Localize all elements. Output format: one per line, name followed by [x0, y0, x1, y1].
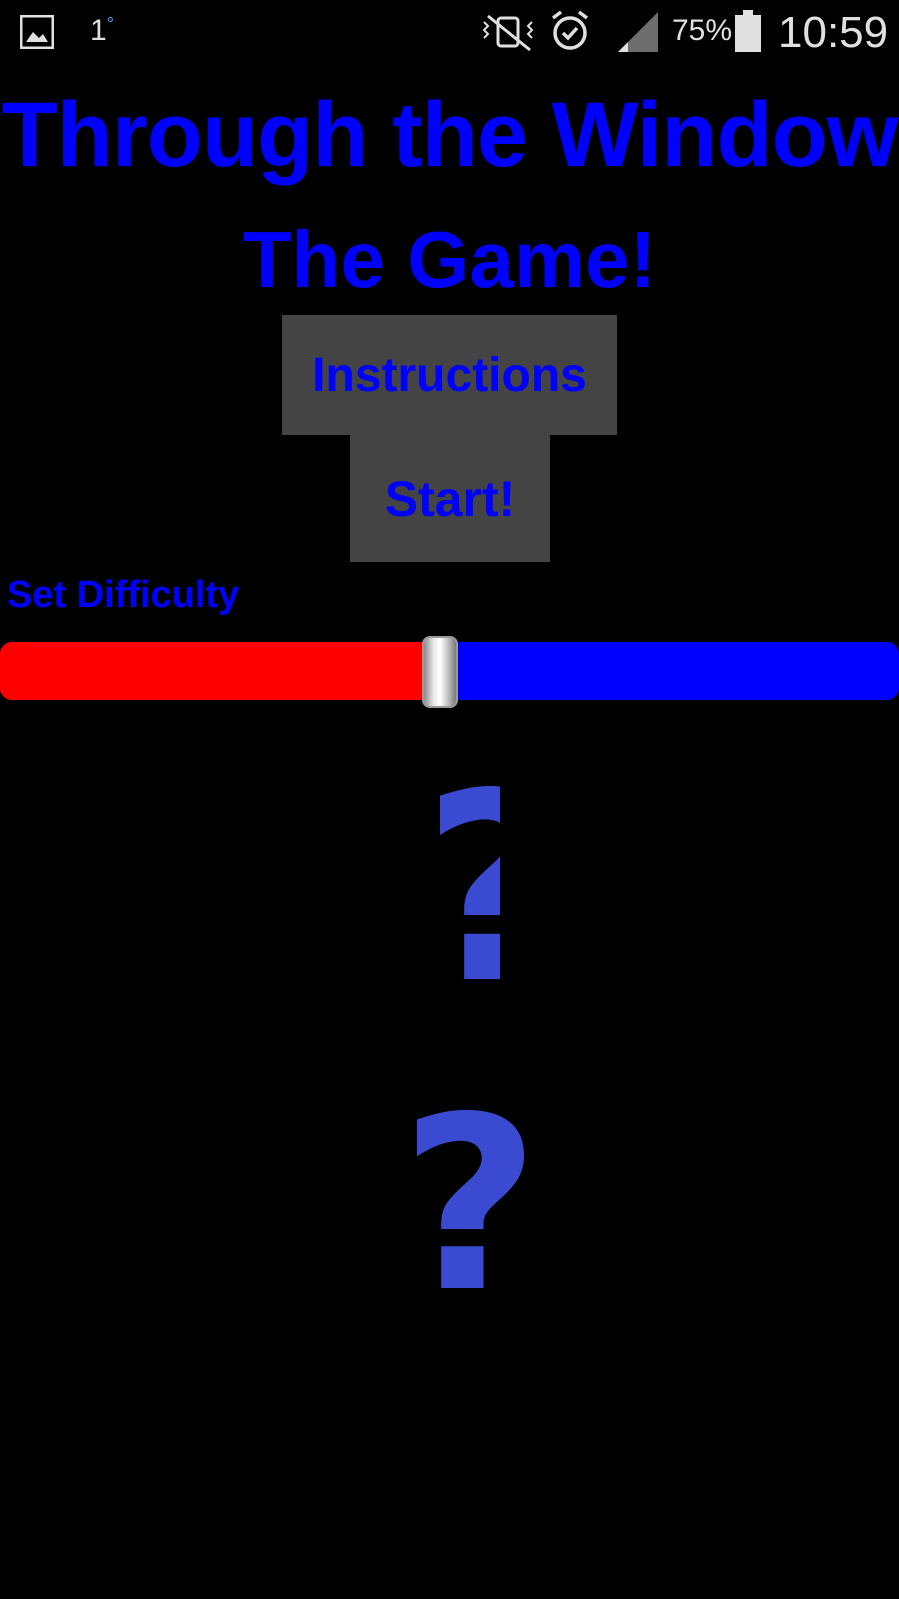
difficulty-slider[interactable]	[0, 636, 899, 708]
question-mark-icon: ?	[400, 1065, 540, 1345]
difficulty-label: Set Difficulty	[7, 574, 240, 616]
temperature-text: 1°	[90, 14, 114, 47]
slider-track-filled[interactable]	[0, 642, 450, 700]
game-subtitle: The Game!	[242, 215, 657, 304]
slider-track-empty[interactable]	[440, 642, 899, 700]
battery-percent: 75%	[672, 14, 733, 47]
start-button[interactable]: Start!	[350, 435, 550, 562]
signal-icon	[618, 12, 658, 52]
question-mark-icon: ?	[440, 780, 500, 990]
window-image-top: ?	[440, 780, 500, 990]
battery-icon	[735, 10, 761, 52]
status-bar: 1° 75% 10:59	[0, 0, 899, 64]
gallery-icon	[20, 15, 54, 49]
vibrate-mute-icon	[482, 14, 534, 52]
alarm-icon	[551, 10, 589, 50]
game-title: Through the Window	[1, 84, 899, 186]
slider-thumb[interactable]	[422, 636, 458, 708]
instructions-button[interactable]: Instructions	[282, 315, 617, 435]
clock-time: 10:59	[778, 8, 889, 57]
